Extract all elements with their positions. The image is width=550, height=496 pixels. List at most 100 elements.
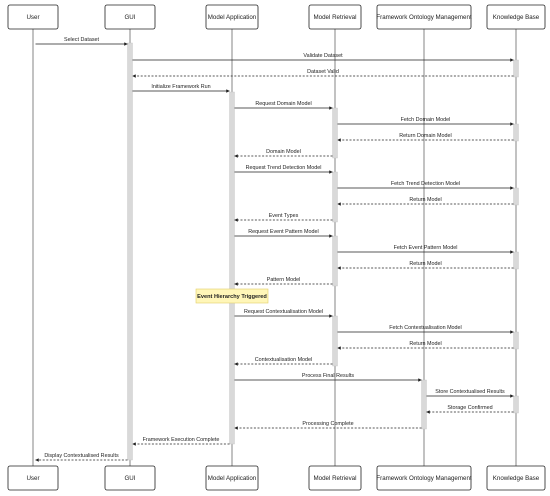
message-label: Processing Complete xyxy=(302,421,353,427)
message-24: Processing Complete xyxy=(234,421,422,430)
message-19: Return Model xyxy=(337,341,514,350)
participant-box xyxy=(486,465,546,491)
message-label: Framework Execution Complete xyxy=(143,437,220,443)
message-13: Request Event Pattern Model xyxy=(234,229,333,238)
message-label: Store Contextualised Results xyxy=(435,389,505,395)
message-label: Fetch Domain Model xyxy=(401,117,451,123)
message-label: Return Domain Model xyxy=(399,133,451,139)
message-label: Fetch Trend Detection Model xyxy=(391,181,460,187)
message-label: Request Trend Detection Model xyxy=(246,165,322,171)
message-label: Select Dataset xyxy=(64,37,100,43)
message-5: Request Domain Model xyxy=(234,101,333,110)
activation-bar xyxy=(332,171,338,223)
message-label: Request Contextualisation Model xyxy=(244,309,323,315)
participant-kb-top: Knowledge Base xyxy=(486,4,546,30)
participant-box xyxy=(7,465,59,491)
activation-bar xyxy=(127,42,133,461)
activation-bar xyxy=(513,59,519,78)
participant-box xyxy=(7,4,59,30)
participant-label: Model Application xyxy=(208,475,257,482)
activation-bar xyxy=(513,123,519,142)
message-label: Domain Model xyxy=(266,149,301,155)
participant-box xyxy=(205,4,259,30)
participant-label: Framework Ontology Management xyxy=(376,14,472,21)
message-11: Return Model xyxy=(337,197,514,206)
participant-model-ret-bottom: Model Retrieval xyxy=(308,465,362,491)
participant-label: GUI xyxy=(124,475,135,482)
message-label: Initialize Framework Run xyxy=(151,84,210,90)
participant-box xyxy=(376,465,472,491)
message-22: Store Contextualised Results xyxy=(426,389,514,398)
message-17: Request Contextualisation Model xyxy=(234,309,333,318)
participant-gui-top: GUI xyxy=(104,4,156,30)
participant-label: Model Retrieval xyxy=(314,475,357,482)
participant-box xyxy=(104,465,156,491)
note-layer: Event Hierarchy Triggered xyxy=(195,288,269,304)
participant-label: User xyxy=(26,14,39,21)
message-label: Event Types xyxy=(269,213,299,219)
participant-user-top: User xyxy=(7,4,59,30)
activation-bar xyxy=(513,187,519,206)
message-26: Display Contextualised Results xyxy=(35,453,128,462)
activation-bar xyxy=(229,91,235,445)
message-label: Request Event Pattern Model xyxy=(248,229,318,235)
message-1: Select Dataset xyxy=(35,37,128,46)
message-14: Fetch Event Pattern Model xyxy=(337,245,514,254)
message-label: Fetch Event Pattern Model xyxy=(394,245,458,251)
message-label: Process Final Results xyxy=(302,373,354,379)
participant-model-ret-top: Model Retrieval xyxy=(308,4,362,30)
activation-bar xyxy=(513,251,519,270)
participant-box xyxy=(308,4,362,30)
message-label: Return Model xyxy=(409,197,441,203)
participant-label: Model Retrieval xyxy=(314,14,357,21)
message-4: Initialize Framework Run xyxy=(132,84,230,93)
participant-label: Knowledge Base xyxy=(493,475,540,482)
note-box xyxy=(195,288,269,304)
participant-label: Framework Ontology Management xyxy=(376,475,472,482)
participant-box xyxy=(376,4,472,30)
note-label: Event Hierarchy Triggered xyxy=(197,294,267,300)
message-25: Framework Execution Complete xyxy=(132,437,230,446)
message-9: Request Trend Detection Model xyxy=(234,165,333,174)
message-label: Validate Dataset xyxy=(303,53,343,59)
message-label: Pattern Model xyxy=(267,277,301,283)
participant-user-bottom: User xyxy=(7,465,59,491)
message-23: Storage Confirmed xyxy=(426,405,514,414)
activation-bar xyxy=(421,379,427,430)
message-16: Pattern Model xyxy=(234,277,333,286)
message-15: Return Model xyxy=(337,261,514,270)
participant-fom-top: Framework Ontology Management xyxy=(376,4,472,30)
message-label: Return Model xyxy=(409,261,441,267)
message-18: Fetch Contextualisation Model xyxy=(337,325,514,334)
participant-model-app-bottom: Model Application xyxy=(205,465,259,491)
message-10: Fetch Trend Detection Model xyxy=(337,181,514,190)
note-event-hierarchy: Event Hierarchy Triggered xyxy=(195,288,269,304)
message-20: Contextualisation Model xyxy=(234,357,333,366)
participant-box xyxy=(205,465,259,491)
participant-label: GUI xyxy=(124,14,135,21)
activation-bars xyxy=(127,42,519,461)
message-21: Process Final Results xyxy=(234,373,422,382)
participant-label: User xyxy=(26,475,39,482)
message-7: Return Domain Model xyxy=(337,133,514,142)
message-label: Return Model xyxy=(409,341,441,347)
activation-bar xyxy=(332,235,338,287)
message-label: Request Domain Model xyxy=(255,101,311,107)
participant-label: Model Application xyxy=(208,14,257,21)
activation-bar xyxy=(332,315,338,367)
activation-bar xyxy=(513,331,519,350)
message-label: Contextualisation Model xyxy=(255,357,313,363)
activation-bar xyxy=(513,395,519,414)
participant-model-app-top: Model Application xyxy=(205,4,259,30)
activation-bar xyxy=(332,107,338,159)
participant-box xyxy=(104,4,156,30)
participant-gui-bottom: GUI xyxy=(104,465,156,491)
participant-box xyxy=(308,465,362,491)
message-label: Storage Confirmed xyxy=(447,405,492,411)
message-12: Event Types xyxy=(234,213,333,222)
participant-label: Knowledge Base xyxy=(493,14,540,21)
message-label: Fetch Contextualisation Model xyxy=(389,325,462,331)
